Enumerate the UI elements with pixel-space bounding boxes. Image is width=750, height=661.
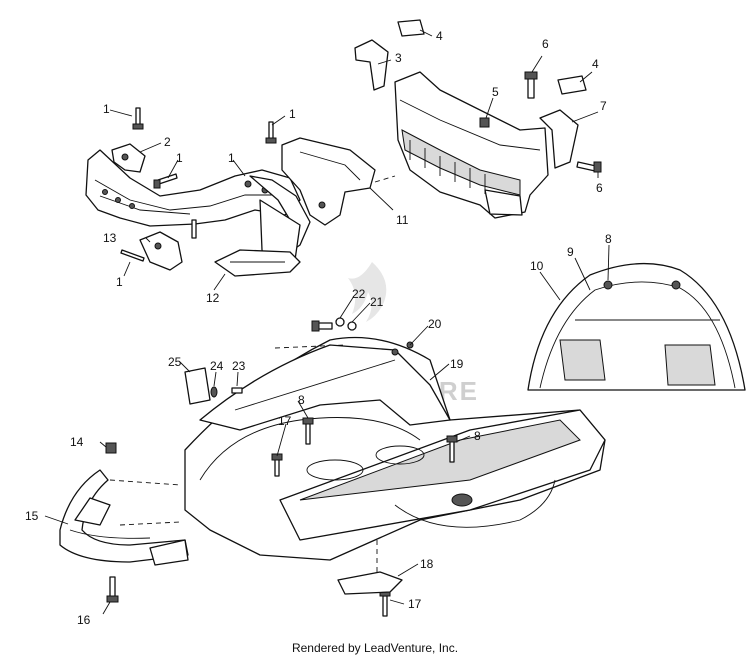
front-frame-bracket [85,149,311,269]
callout-4b: 4 [592,57,599,71]
rear-frame [394,71,549,219]
bracket-7 [539,109,579,169]
plate-18 [337,571,403,595]
bracket-2 [111,143,146,173]
callout-12: 12 [206,291,220,305]
decals-4 [397,19,587,95]
hardware-23-24 [210,386,243,398]
leader-lines [44,29,610,615]
callout-5: 5 [492,85,499,99]
callout-7: 7 [600,99,607,113]
bracket-3 [354,39,389,91]
callout-16: 16 [77,613,91,627]
bumper-15 [59,469,189,566]
windshield-19 [199,344,451,431]
bolt-16 [106,576,119,603]
callout-6a: 6 [542,37,549,51]
callout-6b: 6 [596,181,603,195]
callout-1d: 1 [228,151,235,165]
callout-13: 13 [103,231,117,245]
callout-15: 15 [25,509,39,523]
callout-19: 19 [450,357,464,371]
bolts-6 [524,71,602,173]
inset-rear-view [527,262,746,391]
callout-4a: 4 [436,29,443,43]
support-11 [281,137,376,226]
callout-8b: 8 [298,393,305,407]
hardware-21-22 [311,317,357,332]
callouts: 1 1 1 1 1 2 3 4 4 5 6 6 7 8 8 8 9 10 11 … [25,29,612,627]
panel-25 [184,367,211,405]
bolts-1 [120,107,277,262]
callout-14: 14 [70,435,84,449]
callout-20: 20 [428,317,442,331]
nut-14 [105,442,117,454]
callout-23: 23 [232,359,246,373]
callout-25: 25 [168,355,182,369]
callout-22: 22 [352,287,366,301]
callout-11: 11 [396,213,409,227]
callout-18: 18 [420,557,434,571]
stay-12 [214,249,301,277]
callout-24: 24 [210,359,224,373]
callout-1c: 1 [176,151,183,165]
callout-2: 2 [164,135,171,149]
nut-5 [479,117,490,128]
callout-10: 10 [530,259,544,273]
footer-credit: Rendered by LeadVenture, Inc. [291,641,459,655]
callout-17a: 17 [278,414,292,428]
callout-1a: 1 [103,102,110,116]
callout-8c: 8 [474,429,481,443]
callout-17b: 17 [408,597,422,611]
callout-9: 9 [567,245,574,259]
callout-3: 3 [395,51,402,65]
bracket-13 [139,231,183,271]
callout-21: 21 [370,295,384,309]
callout-1e: 1 [116,275,123,289]
callout-1b: 1 [289,107,296,121]
callout-8a: 8 [605,232,612,246]
